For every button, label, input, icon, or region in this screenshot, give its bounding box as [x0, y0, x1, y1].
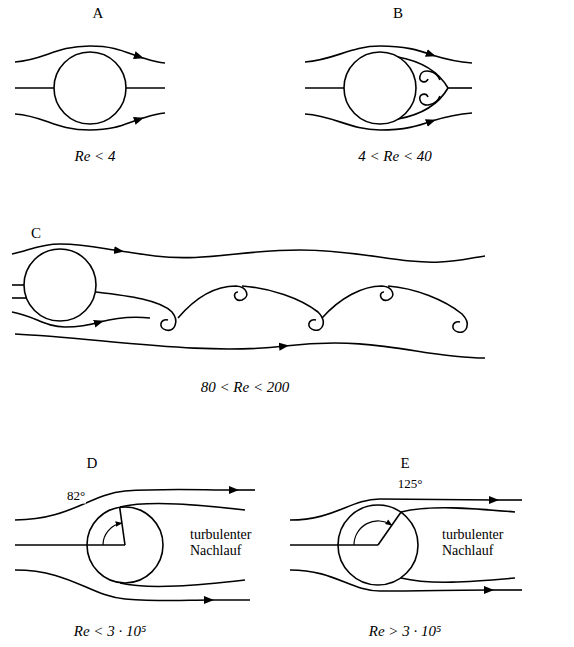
reynolds-range: 80 < Re < 200	[200, 379, 291, 396]
reynolds-range: Re < 3 · 10⁵	[73, 623, 147, 640]
reynolds-range: 4 < Re < 40	[357, 148, 433, 165]
angle-label: 125°	[397, 477, 424, 492]
panel-letter: C	[30, 225, 42, 242]
angle-label: 82°	[66, 489, 86, 504]
panel-b-flow	[305, 46, 472, 130]
panel-a-flow	[15, 46, 165, 130]
panel-letter: E	[399, 455, 410, 472]
reynolds-range: Re > 3 · 10⁵	[368, 623, 442, 640]
panel-letter: A	[92, 5, 105, 22]
wake-label: turbulenter Nachlauf	[189, 527, 271, 559]
panel-letter: B	[392, 5, 404, 22]
reynolds-range: Re < 4	[74, 148, 117, 165]
panel-c-flow	[12, 244, 485, 358]
panel-letter: D	[86, 455, 99, 472]
wake-label: turbulenter Nachlauf	[441, 527, 523, 559]
panel-e-flow	[290, 499, 522, 591]
